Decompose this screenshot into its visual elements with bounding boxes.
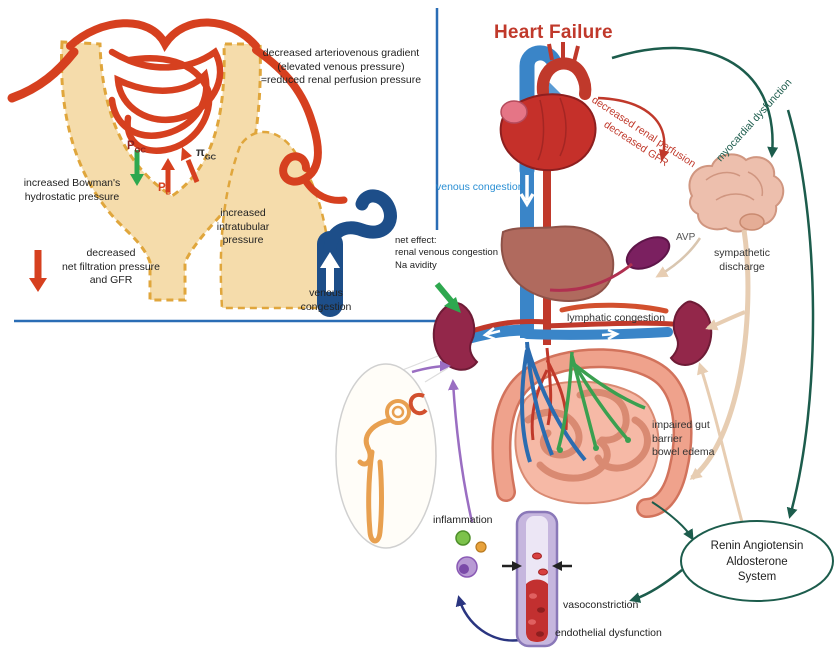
label-net-effect: net effect: renal venous congestion Na a…: [395, 235, 498, 271]
label-inset-venous-congestion: venous congestion: [300, 287, 352, 313]
mesenteric-veins: [520, 341, 587, 463]
liver: [500, 225, 615, 302]
small-bowel-coils: [524, 388, 651, 482]
arteriole-arch: [66, 18, 260, 52]
systemic-illustration: [335, 42, 834, 648]
right-edge-green-arrow: [786, 109, 815, 519]
label-pgc: PGC: [127, 140, 146, 155]
label-raas: Renin Angiotensin Aldosterone System: [710, 540, 804, 584]
label-vasoconstriction: vasoconstriction: [563, 599, 639, 611]
label-impaired-gut: impaired gut barrier bowel edema: [652, 419, 715, 459]
inset-vein-white-arrow: [320, 252, 340, 292]
vasoconstriction-arrows: [502, 561, 572, 571]
label-pb: PB: [158, 182, 172, 197]
efferent-arteriole-tail: [301, 176, 348, 204]
nephron-magnifier-oval: [335, 363, 437, 549]
label-net-filtration: decreased net filtration pressure and GF…: [61, 247, 161, 287]
colon: [493, 350, 691, 516]
pb-red-arrow: [161, 158, 175, 192]
inset-vein-hook: [323, 189, 397, 259]
raas-ellipse: [680, 520, 834, 602]
net-effect-green-arrow: [434, 282, 461, 313]
pigc-red-arrow: [181, 147, 200, 183]
net-filtration-red-arrow: [29, 250, 47, 292]
lymph-node: [557, 447, 563, 453]
label-avp: AVP: [676, 232, 696, 243]
pgc-green-arrow: [130, 150, 144, 186]
afferent-arteriole: [7, 47, 79, 103]
lymph-node-3: [625, 437, 631, 443]
brain-illustration: [688, 153, 785, 233]
capillary-tuft-2: [124, 55, 213, 154]
right-kidney: [669, 300, 713, 366]
label-pi-gc: πGC: [196, 147, 217, 162]
callout-line-2: [424, 367, 449, 383]
nephron-to-kidney-arrow: [411, 360, 451, 374]
label-venous-congestion: venous congestion: [436, 181, 524, 193]
myocardial-dysfunction-arrow: [611, 46, 779, 158]
avp-arrow: [655, 237, 702, 278]
label-bowmans-pressure: increased Bowman's hydrostatic pressure: [23, 177, 121, 203]
decreased-perfusion-arrow: [597, 96, 670, 161]
label-sympathetic-discharge: sympathetic discharge: [713, 247, 771, 273]
ivc-congestion-white-arrow: [519, 175, 535, 208]
gut-to-raas-arrow: [651, 501, 694, 541]
label-intratubular-pressure: increased intratubular pressure: [216, 207, 270, 247]
heart-failure-title: Heart Failure: [494, 22, 613, 43]
lymphatic-vessels: [556, 351, 646, 451]
raas-to-kidney-arrow: [697, 362, 744, 523]
splenic-vessel: [549, 262, 633, 292]
label-lymphatic-congestion: lymphatic congestion: [567, 312, 666, 324]
heart-illustration: [499, 42, 597, 178]
sympathetic-chain: [689, 229, 751, 480]
right-renal-vein-white-arrow: [601, 328, 620, 341]
glomerulus-inset-illustration: [7, 18, 397, 317]
lymphatic-congestion-vessel: [559, 302, 669, 314]
inflammation-cells: [455, 530, 487, 578]
vessel-to-inflammation-arrow: [455, 595, 521, 642]
left-kidney: [432, 302, 479, 371]
lymph-node-2: [593, 445, 599, 451]
right-renal-vein: [522, 327, 673, 340]
inflammation-to-kidney-arrow: [448, 379, 474, 523]
spleen: [625, 236, 671, 270]
nephron-illustration: [357, 393, 428, 544]
blood-vessel-section: [502, 510, 572, 648]
label-endothelial-dysfunction: endothelial dysfunction: [555, 627, 662, 639]
label-av-gradient: decreased arteriovenous gradient (elevat…: [260, 47, 422, 87]
capillary-tuft: [108, 47, 224, 139]
left-renal-vein-white-arrow: [482, 327, 501, 341]
inset-divider: [14, 8, 439, 323]
sympathetic-branch-kidney: [705, 310, 746, 331]
label-inflammation: inflammation: [433, 514, 493, 526]
right-renal-artery: [544, 320, 675, 329]
bowmans-capsule-shape: [60, 40, 262, 302]
left-renal-artery: [472, 319, 550, 333]
raas-to-vessel-arrow: [629, 569, 683, 603]
